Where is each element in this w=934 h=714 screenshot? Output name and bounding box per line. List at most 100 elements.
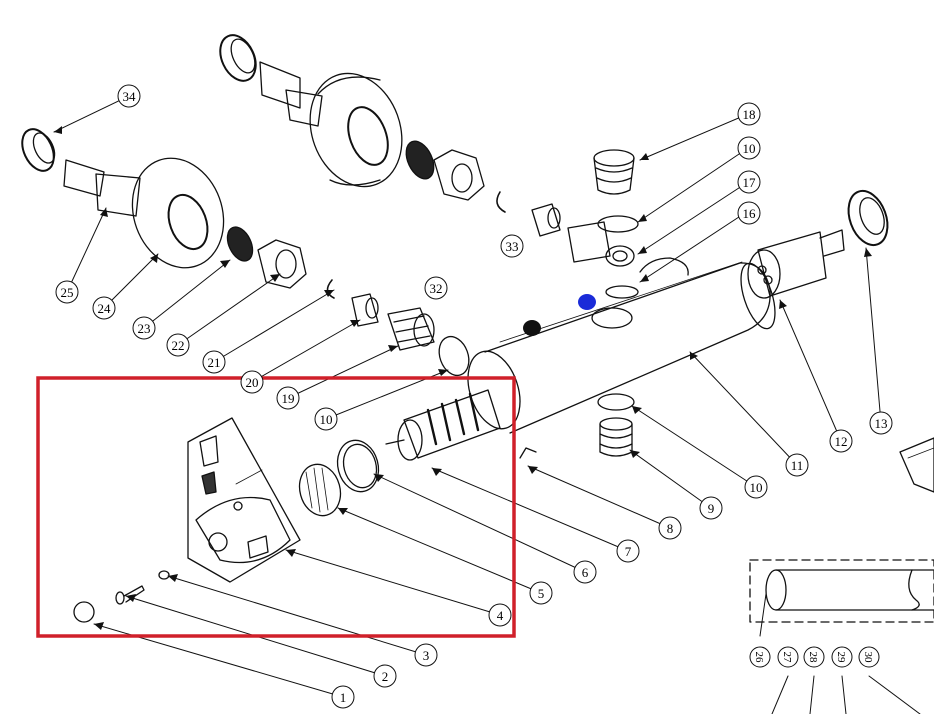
part-16-ring [605, 285, 639, 299]
arrowheads [54, 126, 872, 630]
upper-handle-assembly [219, 34, 403, 188]
callout-5-label: 5 [538, 586, 545, 601]
callout-34: 34 [117, 84, 141, 108]
callout-10-label: 10 [320, 412, 333, 427]
leader-lines [53, 95, 921, 714]
callout-34-label: 34 [123, 89, 137, 104]
part-3-washer [158, 570, 170, 580]
callout-10-middle: 10 [314, 407, 338, 431]
callout-25: 25 [55, 280, 79, 304]
part-9-nipple [599, 417, 633, 457]
callout-2-label: 2 [382, 669, 389, 684]
callout-12-label: 12 [835, 434, 848, 449]
part-18-fitting [593, 149, 635, 195]
callout-32-label: 32 [430, 281, 443, 296]
callout-5: 5 [529, 581, 553, 605]
callout-3-label: 3 [423, 648, 430, 663]
callout-20-label: 20 [246, 375, 259, 390]
part-19-cartridge [387, 307, 435, 351]
pipe-detail-box [749, 559, 934, 623]
callout-4: 4 [488, 603, 512, 627]
callout-13-label: 13 [875, 416, 888, 431]
callout-33-label: 33 [506, 239, 519, 254]
callout-8-label: 8 [667, 521, 674, 536]
callout-19-label: 19 [282, 391, 295, 406]
upper-seal-ring [405, 140, 435, 180]
blue-marker [578, 294, 596, 310]
part-34-cap [21, 128, 56, 172]
callout-16-label: 16 [743, 206, 757, 221]
valve-body [467, 257, 776, 459]
callout-20: 20 [240, 370, 264, 394]
upper-clip [496, 191, 506, 213]
callout-detail-b: 27 [777, 646, 799, 668]
callout-23-label: 23 [138, 321, 151, 336]
callout-25-label: 25 [61, 285, 74, 300]
callout-16: 16 [737, 201, 761, 225]
part-24-handle [131, 157, 225, 269]
callout-7: 7 [616, 539, 640, 563]
part-17-connector [567, 221, 635, 267]
callout-33: 33 [500, 234, 524, 258]
detail-callout-label: 27 [781, 652, 793, 664]
part-4-knob [187, 417, 301, 583]
callout-3: 3 [414, 643, 438, 667]
callout-10-top: 10 [737, 136, 761, 160]
callout-11-label: 11 [791, 458, 804, 473]
part-22-nut [257, 239, 307, 289]
part-10-oring-top [597, 215, 639, 233]
callout-18-label: 18 [743, 107, 756, 122]
highlight-box [36, 376, 516, 638]
callout-10-label: 10 [750, 480, 763, 495]
callout-22-label: 22 [172, 338, 185, 353]
detail-callout-label: 30 [862, 652, 874, 664]
part-13-cap [847, 189, 889, 247]
callout-detail-d: 29 [831, 646, 853, 668]
part-7-thermostatic-cartridge [385, 389, 501, 461]
upper-nut [433, 149, 485, 201]
callout-18: 18 [737, 102, 761, 126]
part-25-spindle [63, 159, 141, 217]
callout-21: 21 [202, 350, 226, 374]
callout-2: 2 [373, 664, 397, 688]
callout-11: 11 [785, 453, 809, 477]
callout-4-label: 4 [497, 608, 504, 623]
callout-12: 12 [829, 429, 853, 453]
part-2-screw [115, 585, 145, 605]
pipe-detail [765, 569, 934, 611]
callout-17: 17 [737, 170, 761, 194]
callout-24: 24 [92, 296, 116, 320]
black-marker [523, 320, 541, 336]
callout-24-label: 24 [98, 301, 112, 316]
callout-32: 32 [424, 276, 448, 300]
callout-detail-c: 28 [803, 646, 825, 668]
callout-21-label: 21 [208, 355, 221, 370]
callout-10-label: 10 [743, 141, 756, 156]
callout-1-label: 1 [340, 690, 347, 705]
detail-callout-label: 26 [753, 652, 765, 664]
callout-7-label: 7 [625, 544, 632, 559]
part-5-nut [298, 463, 342, 517]
callout-13: 13 [869, 411, 893, 435]
part-23-seal [226, 226, 254, 262]
callout-17-label: 17 [743, 175, 757, 190]
callout-22: 22 [166, 333, 190, 357]
callout-detail-a: 26 [749, 646, 771, 668]
callout-9-label: 9 [708, 501, 715, 516]
part-6-ring [336, 439, 380, 493]
part-10-oring-bottom [597, 393, 635, 411]
detail-corner-glyph [899, 437, 934, 493]
callout-6: 6 [573, 560, 597, 584]
part-20-insert [351, 293, 379, 327]
callout-1: 1 [331, 685, 355, 709]
callout-9: 9 [699, 496, 723, 520]
detail-callout-label: 29 [835, 652, 847, 664]
part-1-cap [73, 601, 95, 623]
part-33-insert [531, 203, 561, 237]
detail-callout-label: 28 [807, 652, 819, 664]
part-10-ring [438, 335, 470, 377]
callout-6-label: 6 [582, 565, 589, 580]
callout-8: 8 [658, 516, 682, 540]
callout-detail-e: 30 [858, 646, 880, 668]
